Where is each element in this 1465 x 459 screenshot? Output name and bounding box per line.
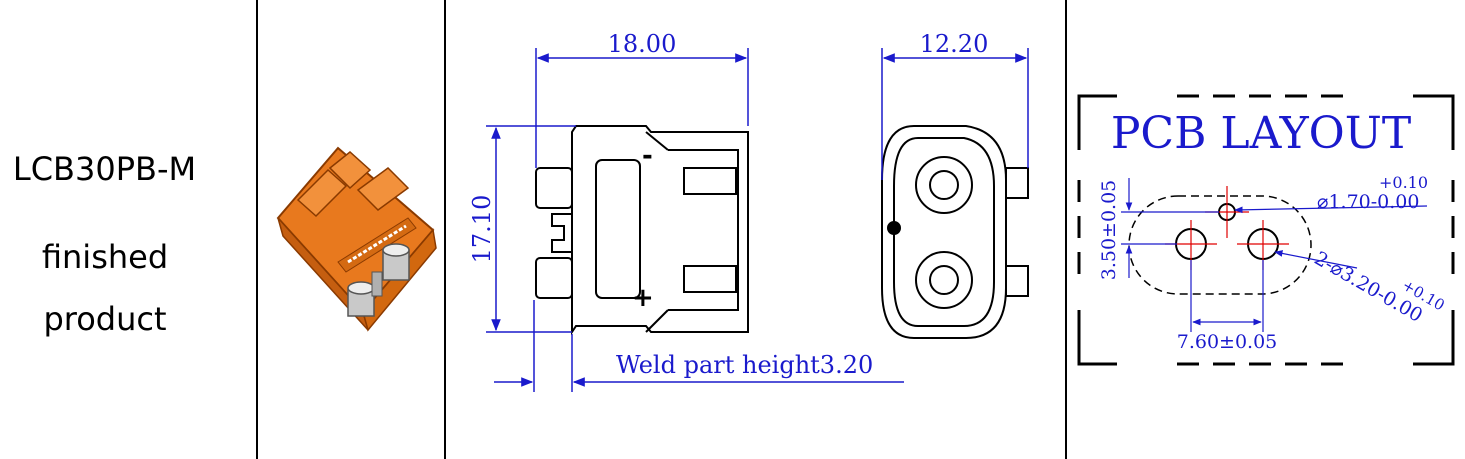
- side-view: [881, 125, 1029, 339]
- small-hole-dim: ⌀1.70-0.00: [1317, 191, 1419, 213]
- minus-mark: -: [642, 141, 653, 171]
- column-divider: [256, 0, 258, 459]
- caption-line-1: finished: [41, 238, 169, 276]
- height-dimension: 17.10: [468, 195, 496, 264]
- column-divider: [444, 0, 446, 459]
- caption-line-2: product: [43, 300, 167, 338]
- front-view: [535, 125, 749, 336]
- product-image-cell: [258, 0, 444, 459]
- pitch-dim: 7.60±0.05: [1177, 331, 1278, 353]
- pcb-height-dim: 3.50±0.05: [1098, 180, 1120, 281]
- width-dimension: 18.00: [608, 30, 677, 58]
- pcb-layout-cell: PCB LAYOUT 3.50±0.05 +0.10 ⌀1.70-0.00: [1067, 0, 1465, 459]
- side-width-dimension: 12.20: [920, 30, 989, 58]
- small-hole-tol: +0.10: [1379, 173, 1428, 192]
- footprint-outline: [1128, 195, 1312, 295]
- dimension-drawing-cell: - + 18.00 12.20: [446, 0, 1065, 459]
- product-name-cell: LCB30PB-M finished product: [0, 0, 256, 459]
- column-divider: [1065, 0, 1067, 459]
- connector-3d-image: [276, 146, 437, 332]
- weld-note: Weld part height3.20: [616, 351, 873, 379]
- model-label: LCB30PB-M: [12, 150, 197, 188]
- dimension-drawing: - + 18.00 12.20: [468, 30, 1029, 392]
- pcb-layout-drawing: PCB LAYOUT 3.50±0.05 +0.10 ⌀1.70-0.00: [1077, 94, 1455, 366]
- pcb-layout-title: PCB LAYOUT: [1111, 108, 1411, 159]
- plus-mark: +: [632, 283, 654, 313]
